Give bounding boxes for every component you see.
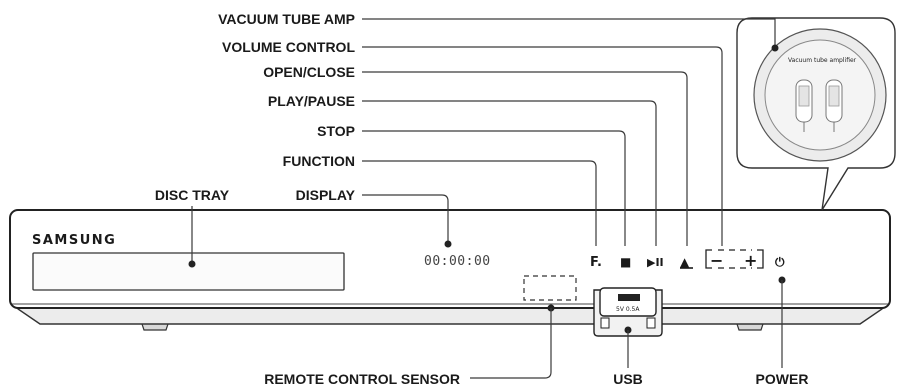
leader-stop: [362, 130, 626, 246]
usb-port-frame: [599, 287, 657, 317]
leader-function: [362, 160, 597, 246]
volume-up-button[interactable]: +: [744, 251, 757, 270]
label-display: DISPLAY: [296, 187, 356, 203]
display-readout: 00:00:00: [424, 254, 491, 269]
usb-hinge-right: [646, 317, 656, 329]
label-stop: STOP: [317, 123, 355, 139]
usb-cover: 5V 0.5A: [593, 287, 663, 337]
vacuum-tube-right: [825, 79, 843, 132]
leader-display: [362, 194, 449, 244]
dot-display: [444, 240, 452, 248]
label-function: FUNCTION: [283, 153, 355, 169]
leader-open-close: [362, 71, 688, 246]
disc-tray[interactable]: [32, 252, 345, 291]
dot-vacuum-tube-amp: [771, 44, 779, 52]
leader-volume-control: [362, 46, 723, 246]
label-vacuum-tube-amp: VACUUM TUBE AMP: [218, 11, 355, 27]
power-button[interactable]: ⏻: [775, 255, 785, 269]
usb-hinge-left: [600, 317, 610, 329]
vacuum-tube-callout: Vacuum tube amplifier: [736, 17, 896, 211]
leader-play-pause: [362, 100, 657, 246]
label-volume-control: VOLUME CONTROL: [222, 39, 355, 55]
dot-disc-tray: [188, 260, 196, 268]
label-disc-tray: DISC TRAY: [155, 187, 230, 203]
volume-control: − +: [705, 249, 764, 270]
function-button[interactable]: F.: [590, 255, 602, 270]
leader-remote-control-sensor: [470, 308, 552, 379]
usb-rating: 5V 0.5A: [616, 306, 640, 313]
label-power: POWER: [756, 371, 809, 387]
label-usb: USB: [613, 371, 643, 387]
tube-window-inner: [764, 39, 876, 151]
usb-port[interactable]: [618, 294, 640, 301]
volume-down-button[interactable]: −: [710, 251, 723, 270]
tube-caption: Vacuum tube amplifier: [788, 57, 857, 64]
label-open-close: OPEN/CLOSE: [263, 64, 355, 80]
volume-bracket: [705, 249, 764, 269]
leader-vacuum-tube-amp: [362, 18, 776, 48]
label-play-pause: PLAY/PAUSE: [268, 93, 355, 109]
label-remote-control-sensor: REMOTE CONTROL SENSOR: [264, 371, 460, 387]
play-pause-button[interactable]: ▶II: [647, 256, 664, 269]
brand-logo: SAMSUNG: [32, 233, 116, 248]
stop-button[interactable]: ■: [620, 255, 631, 269]
open-close-button[interactable]: ▲: [680, 255, 690, 269]
remote-control-sensor: [523, 275, 577, 301]
device-body: SAMSUNG 00:00:00 F. ■ ▶II ▲ − + ⏻ 5V 0.5…: [9, 209, 891, 337]
vacuum-tube-left: [795, 79, 813, 132]
